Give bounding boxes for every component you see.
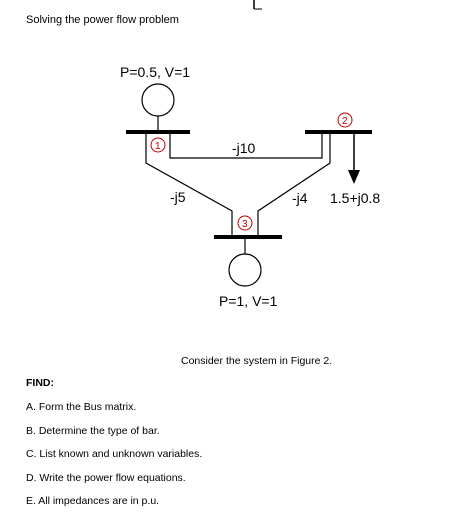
load-2-label: 1.5+j0.8	[330, 190, 380, 206]
find-title: FIND:	[26, 377, 54, 389]
generator-3-symbol	[228, 253, 262, 287]
find-item-c: C. List known and unknown variables.	[26, 448, 203, 460]
bus-2-number-circle	[337, 112, 353, 128]
bus-2-number: 2	[342, 116, 348, 127]
find-list: A. Form the Bus matrix. B. Determine the…	[26, 401, 202, 519]
load-2-arrow	[348, 170, 360, 184]
find-item-b: B. Determine the type of bar.	[26, 424, 160, 437]
line-1-2	[169, 133, 323, 159]
bus-3-number: 3	[242, 219, 248, 230]
line-1-2-impedance: -j10	[232, 140, 256, 156]
figure-caption: Consider the system in Figure 2.	[181, 355, 333, 367]
bus-1-number: 1	[155, 141, 161, 152]
find-item-d: D. Write the power flow equations.	[26, 471, 186, 484]
line-1-3-impedance: -j5	[170, 189, 186, 205]
generator-1-label: P=0.5, V=1	[120, 64, 190, 80]
bus-3-number-circle	[237, 215, 253, 231]
page-heading: Solving the power flow problem	[26, 14, 179, 26]
line-2-3-impedance: -j4	[292, 190, 308, 206]
find-item-e: E. All impedances are in p.u.	[26, 495, 160, 507]
line-1-3	[145, 133, 233, 237]
find-item-a: A. Form the Bus matrix.	[26, 401, 137, 413]
line-2-3	[257, 133, 331, 237]
power-system-diagram: P=0.5, V=1 1 -j10 -j5 -j4 2 1.5+j0.8 3 P…	[120, 0, 380, 309]
generator-3-label: P=1, V=1	[219, 293, 278, 309]
bus-1-number-circle	[150, 137, 166, 153]
generator-1-symbol	[141, 83, 175, 117]
